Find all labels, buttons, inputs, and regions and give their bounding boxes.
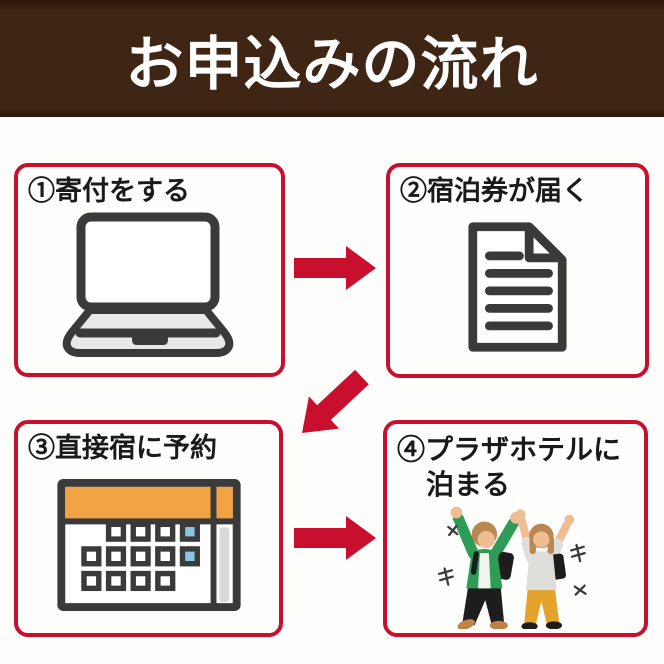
arrow-down-left-icon bbox=[302, 369, 369, 433]
step-label: ①寄付をする bbox=[28, 175, 271, 209]
reservation-calendar-icon bbox=[56, 479, 241, 612]
step-label: ②宿泊券が届く bbox=[400, 175, 635, 209]
poster-title: お申込みの流れ bbox=[125, 31, 539, 97]
step-icon-area bbox=[400, 209, 635, 366]
celebrating-travelers-icon bbox=[437, 506, 587, 629]
step-card-donate: ①寄付をする bbox=[14, 163, 285, 377]
step-icon-area bbox=[28, 466, 269, 625]
step-label: ③直接宿に予約 bbox=[28, 432, 269, 466]
step-label-line1: ②宿泊券が届く bbox=[400, 176, 589, 206]
step-card-voucher: ②宿泊券が届く bbox=[386, 163, 649, 378]
step-label-line1: ④プラザホテルに bbox=[397, 434, 622, 465]
step-label-line2: 泊まる bbox=[426, 469, 511, 500]
step-label-line1: ③直接宿に予約 bbox=[28, 433, 217, 463]
step-card-reserve: ③直接宿に予約 bbox=[14, 420, 283, 637]
header-banner: お申込みの流れ bbox=[0, 0, 664, 117]
arrow-right-icon bbox=[294, 246, 376, 290]
step-card-stay: ④プラザホテルに 泊まる bbox=[383, 420, 648, 637]
arrow-right-icon bbox=[294, 516, 376, 560]
step-label-line1: ①寄付をする bbox=[28, 176, 190, 206]
voucher-document-icon bbox=[468, 222, 567, 352]
laptop-icon bbox=[62, 212, 233, 357]
step-label: ④プラザホテルに 泊まる bbox=[397, 432, 634, 502]
step-icon-area bbox=[397, 498, 634, 629]
step-icon-area bbox=[28, 209, 271, 365]
